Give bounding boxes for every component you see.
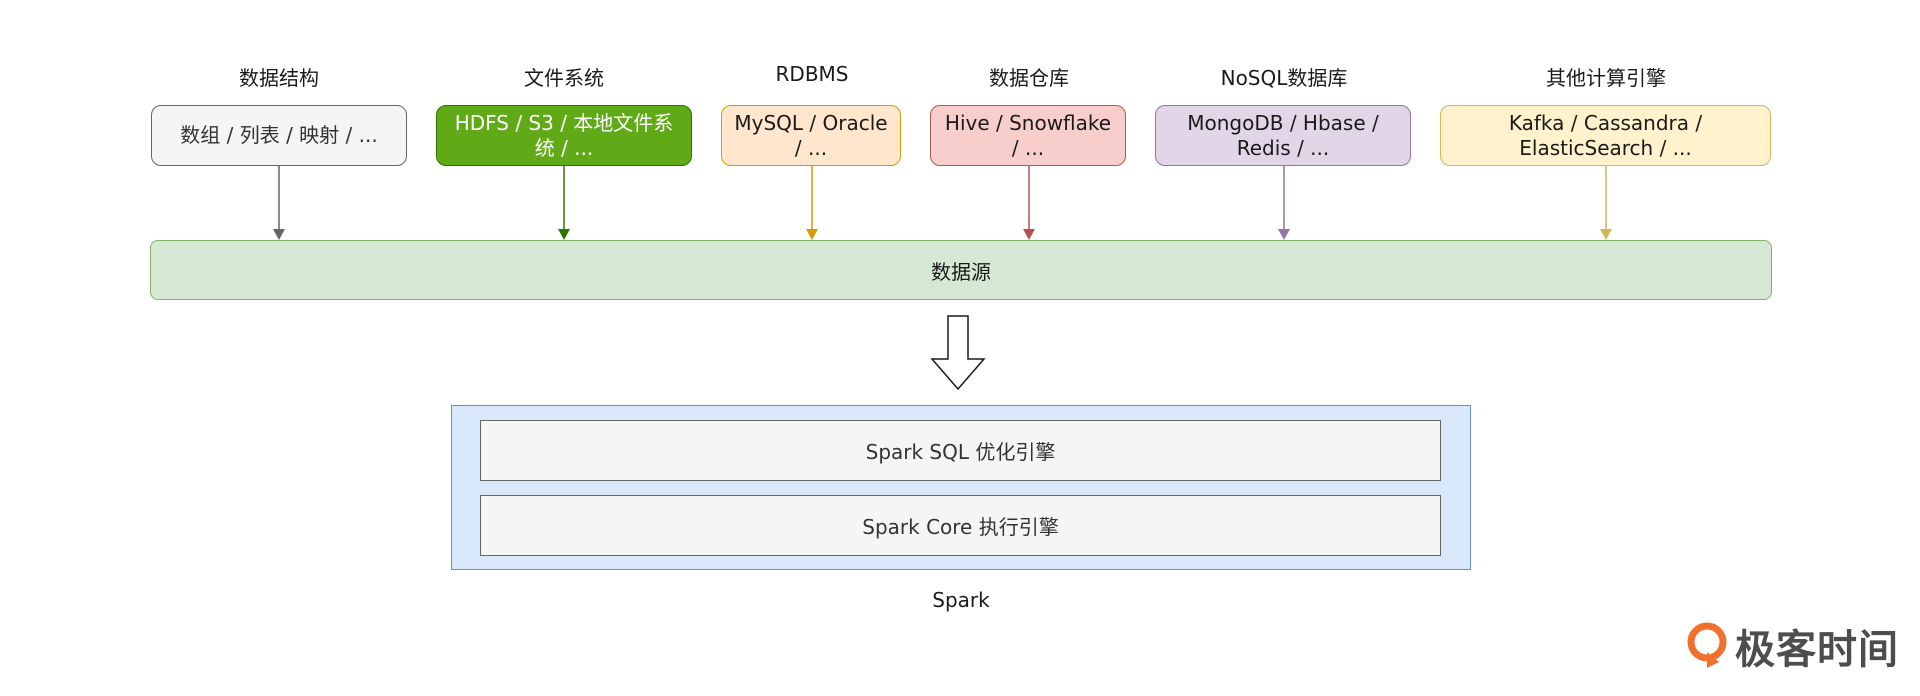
- category-label-data-warehouse: 数据仓库: [989, 66, 1069, 90]
- source-box-text: MongoDB / Hbase / Redis / ...: [1187, 110, 1379, 160]
- source-box-text: Hive / Snowflake / ...: [944, 110, 1112, 160]
- category-label-other-engines: 其他计算引擎: [1546, 66, 1666, 90]
- arrowhead-icon: [273, 229, 285, 240]
- source-box-text: Kafka / Cassandra / ElasticSearch / ...: [1508, 110, 1703, 160]
- arrowhead-icon: [806, 229, 818, 240]
- source-box-other-engines: Kafka / Cassandra / ElasticSearch / ...: [1440, 105, 1771, 166]
- arrowhead-icon: [1023, 229, 1035, 240]
- arrowhead-icon: [558, 229, 570, 240]
- source-box-rdbms: MySQL / Oracle / ...: [721, 105, 901, 166]
- datasource-bar: 数据源: [150, 240, 1772, 300]
- category-label-data-structures: 数据结构: [239, 66, 319, 90]
- source-box-text: 数组 / 列表 / 映射 / ...: [180, 123, 378, 147]
- source-box-file-systems: HDFS / S3 / 本地文件系统 / ...: [436, 105, 692, 166]
- arrowhead-icon: [1600, 229, 1612, 240]
- spark-sql-engine-box: Spark SQL 优化引擎: [480, 420, 1441, 481]
- datasource-label: 数据源: [931, 259, 991, 284]
- brand-name: 极客时间: [1735, 627, 1899, 673]
- category-label-file-systems: 文件系统: [524, 66, 604, 90]
- arrowhead-icon: [1278, 229, 1290, 240]
- spark-core-engine-box: Spark Core 执行引擎: [480, 495, 1441, 556]
- spark-core-engine-label: Spark Core 执行引擎: [862, 515, 1059, 539]
- source-box-data-warehouse: Hive / Snowflake / ...: [930, 105, 1126, 166]
- category-label-nosql: NoSQL数据库: [1220, 66, 1348, 90]
- source-box-text: HDFS / S3 / 本地文件系统 / ...: [454, 110, 674, 160]
- spark-sql-engine-label: Spark SQL 优化引擎: [865, 440, 1056, 464]
- source-box-data-structures: 数组 / 列表 / 映射 / ...: [151, 105, 407, 166]
- brand-logo-icon: [1687, 622, 1727, 668]
- source-box-text: MySQL / Oracle / ...: [734, 110, 888, 160]
- down-arrow-icon: [930, 315, 986, 391]
- spark-caption: Spark: [932, 588, 990, 612]
- source-box-nosql: MongoDB / Hbase / Redis / ...: [1155, 105, 1411, 166]
- category-label-rdbms: RDBMS: [775, 62, 849, 86]
- brand-logo: 极客时间: [1685, 622, 1899, 673]
